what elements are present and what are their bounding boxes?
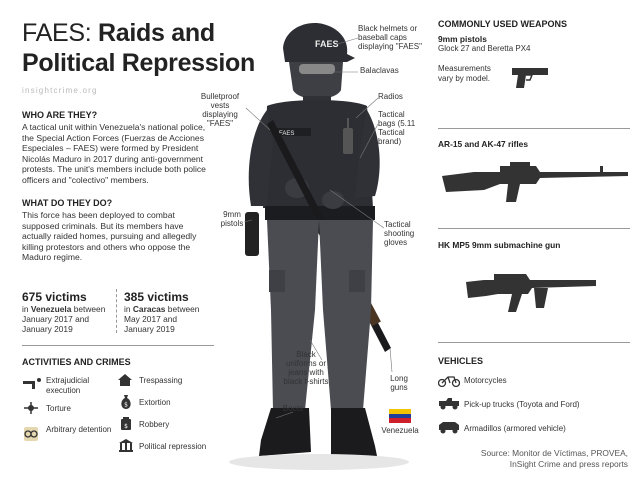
stat-venezuela: 675 victims in Venezuela between January… bbox=[22, 290, 122, 334]
activity-trespassing: Trespassing bbox=[139, 376, 183, 385]
helmet-faes-text: FAES bbox=[315, 39, 339, 49]
activity-torture: Torture bbox=[46, 404, 71, 413]
weapons-divider-3 bbox=[438, 342, 630, 343]
source-line1: Source: Monitor de Víctimas, PROVEA, bbox=[480, 448, 628, 458]
activity-extortion: Extortion bbox=[139, 398, 171, 407]
activity-robbery: Robbery bbox=[139, 420, 170, 429]
activity-extrajudicial: Extrajudicial execution bbox=[46, 376, 90, 395]
svg-text:$: $ bbox=[124, 402, 128, 409]
venezuela-flag-icon bbox=[389, 409, 411, 423]
title-part2: Raids and bbox=[98, 19, 215, 47]
title-part3: Political Repression bbox=[22, 49, 255, 77]
activity-arbitrary-detention: Arbitrary detention bbox=[46, 425, 112, 434]
callout-helmets: Black helmets or baseball caps displayin… bbox=[358, 24, 422, 51]
page-title: FAES: Raids and Political Repression bbox=[22, 18, 255, 78]
stat-line3: January 2019 bbox=[124, 324, 175, 334]
stat-line3: January 2019 bbox=[22, 324, 73, 334]
handcuffs-icon bbox=[24, 427, 38, 441]
callout-tactical-bags: Tactical bags (5.11 Tactical brand) bbox=[378, 110, 416, 146]
weapons-divider-1 bbox=[438, 128, 630, 129]
pistol-icon bbox=[512, 68, 548, 88]
vehicles-heading: VEHICLES bbox=[438, 356, 484, 366]
measurement-note: Measurements vary by model. bbox=[438, 64, 491, 83]
callout-balaclavas: Balaclavas bbox=[360, 66, 399, 75]
activity-political-repression: Political repression bbox=[139, 442, 207, 451]
torture-icon bbox=[24, 402, 38, 414]
callout-long-guns: Long guns bbox=[390, 374, 408, 392]
vest-faes-text: FAES bbox=[279, 131, 294, 137]
weapons-heading: COMMONLY USED WEAPONS bbox=[438, 19, 568, 29]
motorcycle-icon bbox=[438, 376, 460, 387]
who-text: A tactical unit within Venezuela's natio… bbox=[22, 122, 206, 185]
who-heading: WHO ARE THEY? bbox=[22, 110, 98, 120]
weapon-pistols-name: 9mm pistols bbox=[438, 34, 487, 44]
stat-caracas: 385 victims in Caracas between May 2017 … bbox=[124, 290, 224, 334]
stat-line2: January 2017 and bbox=[22, 314, 90, 324]
pickup-truck-icon bbox=[439, 398, 459, 410]
officer-illustration: FAES FAES bbox=[229, 23, 409, 470]
government-building-icon bbox=[119, 439, 133, 452]
svg-text:$: $ bbox=[124, 423, 128, 430]
rifle-icon bbox=[442, 162, 628, 202]
title-part1: FAES: bbox=[22, 19, 92, 47]
brand-url: insightcrime.org bbox=[22, 86, 98, 95]
weapons-divider-2 bbox=[438, 228, 630, 229]
what-text: This force has been deployed to combat s… bbox=[22, 210, 197, 263]
callout-uniforms: Black uniforms or jeans with black t-shi… bbox=[283, 350, 329, 386]
activities-heading: ACTIVITIES AND CRIMES bbox=[22, 357, 131, 367]
stat-divider bbox=[116, 289, 117, 333]
vehicle-motorcycles: Motorcycles bbox=[464, 376, 507, 385]
section-divider bbox=[22, 345, 214, 346]
submachine-gun-icon bbox=[466, 274, 596, 312]
money-bag-icon: $ bbox=[121, 395, 131, 409]
stat-line1: in Venezuela between bbox=[22, 304, 106, 314]
armored-vehicle-icon bbox=[439, 422, 459, 434]
stat-line1: in Caracas between bbox=[124, 304, 200, 314]
callout-boots: Boots bbox=[282, 404, 304, 413]
stat-number: 385 victims bbox=[124, 290, 189, 304]
weapon-pistols-desc: Glock 27 and Beretta PX4 bbox=[438, 44, 531, 53]
stat-number: 675 victims bbox=[22, 290, 87, 304]
house-icon bbox=[118, 374, 132, 386]
what-heading: WHAT DO THEY DO? bbox=[22, 198, 113, 208]
robbery-icon: $ bbox=[121, 417, 131, 430]
execution-icon bbox=[23, 378, 41, 389]
source-line2: InSight Crime and press reports bbox=[509, 459, 628, 469]
weapon-rifles-name: AR-15 and AK-47 rifles bbox=[438, 139, 528, 149]
weapon-smg-name: HK MP5 9mm submachine gun bbox=[438, 240, 561, 250]
callout-pistols: 9mm pistols bbox=[220, 210, 244, 228]
callout-gloves: Tactical shooting gloves bbox=[384, 220, 415, 247]
callout-vests: Bulletproof vests displaying "FAES" bbox=[200, 92, 240, 128]
stat-line2: May 2017 and bbox=[124, 314, 178, 324]
flag-label: Venezuela bbox=[381, 426, 419, 435]
vehicle-armadillos: Armadillos (armored vehicle) bbox=[464, 424, 566, 433]
vehicle-pickup-trucks: Pick-up trucks (Toyota and Ford) bbox=[464, 400, 580, 409]
callout-radios: Radios bbox=[378, 92, 403, 101]
source-note: Source: Monitor de Víctimas, PROVEA, InS… bbox=[404, 448, 628, 470]
